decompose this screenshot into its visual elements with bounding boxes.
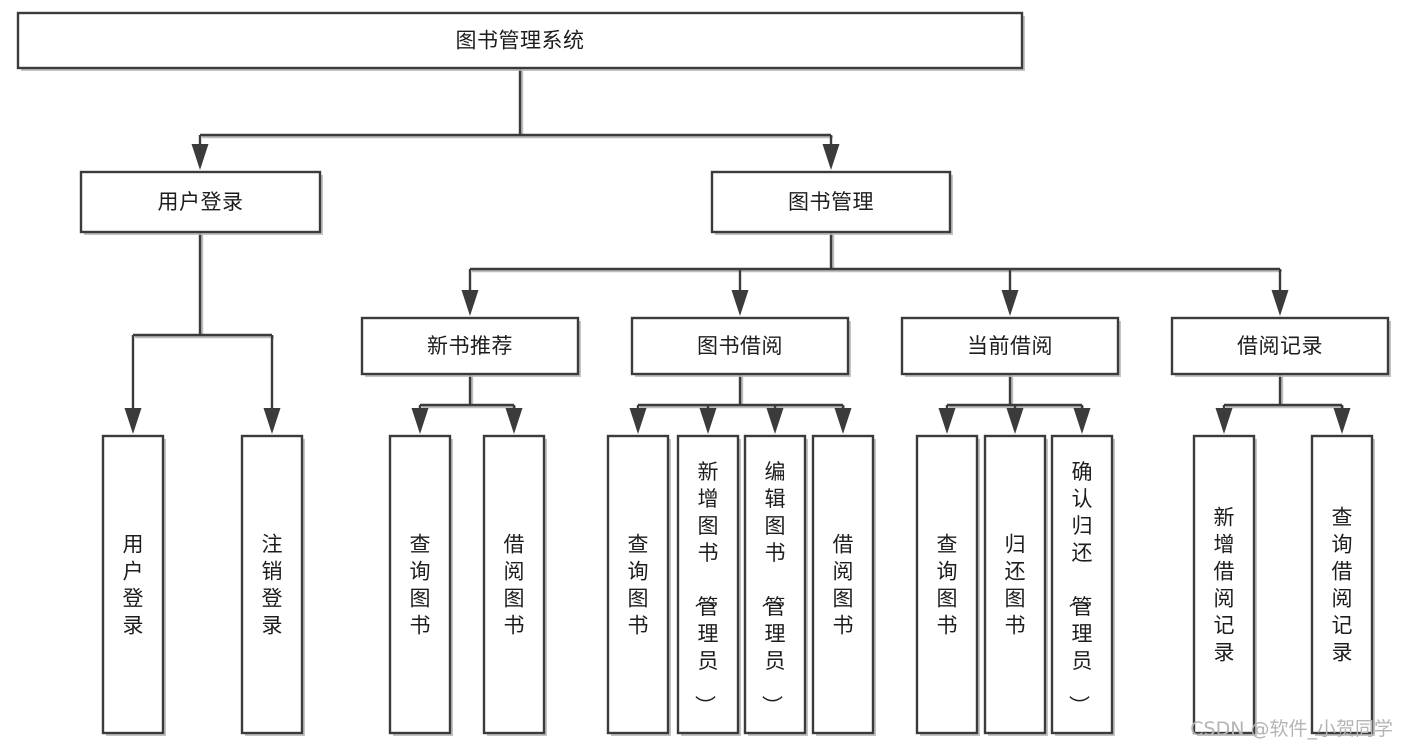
node-box[interactable] [240,434,304,735]
arrow-head-icon [699,408,717,434]
node-box[interactable] [915,434,979,735]
node-label: 查询图书 [628,533,649,638]
node-box[interactable] [101,434,165,735]
node-label: 新增图书（管理员） [693,460,719,716]
node-label: 归还图书 [1005,533,1026,638]
node-leaf-borrow-book-2[interactable]: 借阅图书 [811,434,876,736]
arrow-head-icon [1073,408,1091,434]
node-box[interactable] [1170,316,1390,376]
node-leaf-query-record[interactable]: 查询借阅记录 [1310,434,1375,736]
arrow-head-icon [1333,408,1351,434]
node-label: 注销登录 [262,533,283,638]
node-box[interactable] [482,434,546,735]
node-label: 借阅图书 [504,533,525,638]
node-leaf-user-login[interactable]: 用户登录 [101,434,166,736]
arrow-head-icon [1271,290,1289,316]
arrow-head-icon [1006,408,1024,434]
connector-userlogin-to-leaves [124,232,281,434]
node-label: 当前借阅 [967,334,1053,358]
node-label: 新书推荐 [427,334,513,358]
node-label: 借阅记录 [1237,334,1323,358]
node-leaf-query-book-3[interactable]: 查询图书 [915,434,980,736]
connector-layer [124,68,1351,434]
arrow-head-icon [938,408,956,434]
node-label: 图书管理 [788,190,874,214]
node-label: 图书借阅 [697,334,783,358]
csdn-watermark: CSDN @软件_小贺同学 [1190,718,1393,740]
node-leaf-query-book-1[interactable]: 查询图书 [388,434,453,736]
node-label: 借阅图书 [833,533,854,638]
node-leaf-borrow-book-1[interactable]: 借阅图书 [482,434,547,736]
node-box[interactable] [606,434,670,735]
node-new-book-rec[interactable]: 新书推荐 [360,316,581,377]
node-box[interactable] [1192,434,1256,735]
arrow-head-icon [766,408,784,434]
node-box[interactable] [1310,434,1374,735]
arrow-head-icon [191,144,209,170]
node-label: 查询图书 [937,533,958,638]
node-label: 用户登录 [123,533,144,638]
node-box[interactable] [630,316,850,376]
node-label: 图书管理系统 [456,29,585,53]
node-borrow-record[interactable]: 借阅记录 [1170,316,1391,377]
node-box[interactable] [900,316,1120,376]
node-box[interactable] [79,170,322,234]
node-leaf-add-book[interactable]: 新增图书（管理员） [676,434,741,736]
node-label: 确认归还（管理员） [1067,460,1093,716]
node-box[interactable] [710,170,952,234]
node-current-borrow[interactable]: 当前借阅 [900,316,1121,377]
node-leaf-logout[interactable]: 注销登录 [240,434,305,736]
node-leaf-add-record[interactable]: 新增借阅记录 [1192,434,1257,736]
node-box[interactable] [983,434,1047,735]
arrow-head-icon [1001,290,1019,316]
arrow-head-icon [1215,408,1233,434]
node-box[interactable] [1050,434,1114,735]
node-box[interactable] [811,434,875,735]
node-box[interactable] [676,434,740,735]
node-leaf-confirm-return[interactable]: 确认归还（管理员） [1050,434,1115,736]
connector-currentborrow-to-leaves [938,374,1091,434]
arrow-head-icon [731,290,749,316]
node-leaf-return-book[interactable]: 归还图书 [983,434,1048,736]
node-label: 编辑图书（管理员） [760,460,786,716]
node-layer: 图书管理系统用户登录图书管理新书推荐图书借阅当前借阅借阅记录用户登录注销登录查询… [16,11,1391,736]
node-leaf-edit-book[interactable]: 编辑图书（管理员） [743,434,808,736]
arrow-head-icon [411,408,429,434]
node-label: 新增借阅记录 [1214,506,1235,665]
connector-root-to-level1 [191,68,840,170]
node-book-borrow[interactable]: 图书借阅 [630,316,851,377]
node-leaf-query-book-2[interactable]: 查询图书 [606,434,671,736]
node-box[interactable] [388,434,452,735]
connector-bookmanage-to-level2 [461,232,1289,316]
connector-bookborrow-to-leaves [629,374,852,434]
node-book-manage[interactable]: 图书管理 [710,170,953,235]
arrow-head-icon [822,144,840,170]
arrow-head-icon [629,408,647,434]
arrow-head-icon [834,408,852,434]
node-root[interactable]: 图书管理系统 [16,11,1025,71]
node-user-login[interactable]: 用户登录 [79,170,323,235]
node-label: 查询图书 [410,533,431,638]
arrow-head-icon [505,408,523,434]
node-label: 查询借阅记录 [1332,506,1353,665]
node-label: 用户登录 [158,190,244,214]
connector-borrowrecord-to-leaves [1215,374,1351,434]
node-box[interactable] [743,434,807,735]
arrow-head-icon [124,408,142,434]
arrow-head-icon [461,290,479,316]
node-box[interactable] [360,316,580,376]
connector-newbook-to-leaves [411,374,523,434]
node-box[interactable] [16,11,1024,70]
arrow-head-icon [263,408,281,434]
